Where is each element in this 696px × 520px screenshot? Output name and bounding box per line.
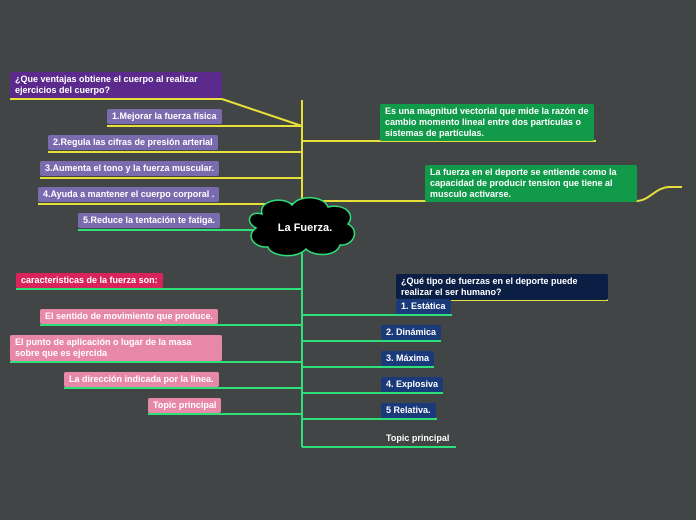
type-item-5[interactable]: 5 Relativa. — [381, 403, 436, 418]
advantage-item-2[interactable]: 2.Regula las cifras de presión arterial — [48, 135, 218, 150]
characteristic-item-2[interactable]: El punto de aplicación o lugar de la mas… — [10, 335, 222, 361]
advantage-item-4[interactable]: 4.Ayuda a mantener el cuerpo corporal . — [38, 187, 220, 202]
characteristic-item-4[interactable]: Topic principal — [148, 398, 222, 413]
advantage-item-3[interactable]: 3.Aumenta el tono y la fuerza muscular. — [40, 161, 220, 176]
characteristic-item-1[interactable]: El sentido de movimiento que produce. — [40, 309, 219, 324]
characteristic-item-3[interactable]: La dirección indicada por la línea. — [64, 372, 219, 387]
lower-branch-lines — [10, 229, 456, 448]
question-connector — [221, 98, 303, 127]
advantage-item-1[interactable]: 1.Mejorar la fuerza física — [107, 109, 222, 124]
central-topic[interactable]: La Fuerza. — [277, 222, 333, 234]
central-cloud-shape[interactable] — [248, 197, 356, 257]
type-item-1[interactable]: 1. Estática — [396, 299, 451, 314]
characteristics-heading[interactable]: caracteristicas de la fuerza son: — [16, 273, 163, 288]
type-item-3[interactable]: 3. Máxima — [381, 351, 435, 366]
upper-branch-lines — [10, 98, 682, 205]
advantage-item-5[interactable]: 5.Reduce la tentación te fatiga. — [78, 213, 221, 228]
advantages-question[interactable]: ¿Que ventajas obtiene el cuerpo al reali… — [10, 72, 222, 98]
definition-node[interactable]: Es una magnitud vectorial que mide la ra… — [380, 104, 594, 141]
type-item-2[interactable]: 2. Dinámica — [381, 325, 442, 340]
type-item-6[interactable]: Topic principal — [386, 433, 450, 443]
types-question[interactable]: ¿Qué tipo de fuerzas en el deporte puede… — [396, 274, 608, 300]
type-item-4[interactable]: 4. Explosiva — [381, 377, 444, 392]
sport-definition-node[interactable]: La fuerza en el deporte se entiende como… — [425, 165, 637, 202]
